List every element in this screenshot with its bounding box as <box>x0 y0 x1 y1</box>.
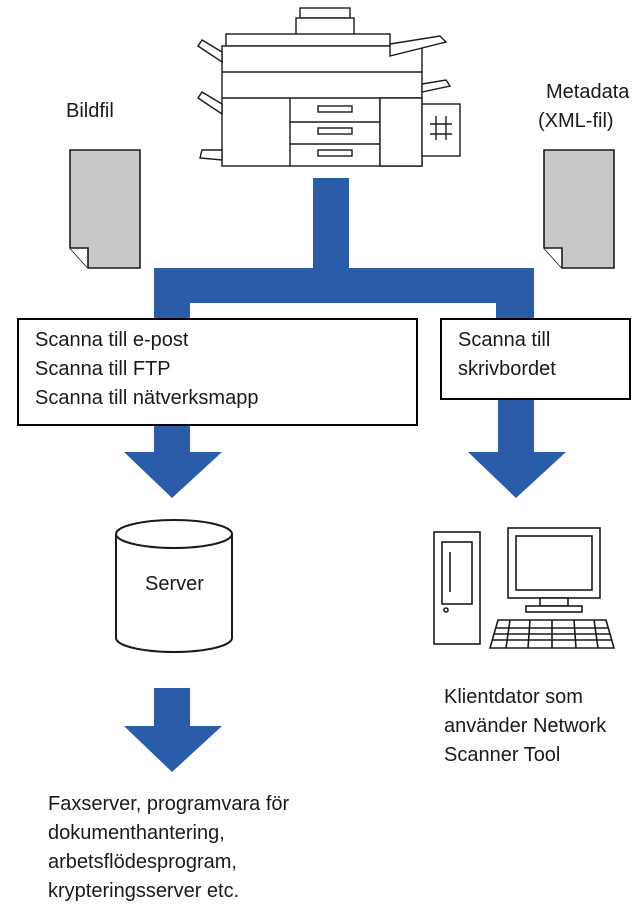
metadata-format-label: (XML-fil) <box>538 110 614 132</box>
client-caption-line1: Klientdator som <box>444 686 583 708</box>
destinations-line3: arbetsflödesprogram, <box>48 851 237 873</box>
scan-method-network-folder: Scanna till nätverksmapp <box>35 387 259 409</box>
scan-method-email: Scanna till e-post <box>35 329 189 351</box>
image-file-label: Bildfil <box>66 100 114 122</box>
flow-arrow-bottom <box>124 688 222 772</box>
destinations-line2: dokumenthantering, <box>48 822 225 844</box>
desktop-computer-icon <box>433 527 616 649</box>
server-cylinder-icon <box>115 519 233 653</box>
flow-arrow-left <box>124 426 222 498</box>
client-caption-line2: använder Network <box>444 715 607 737</box>
client-caption-line3: Scanner Tool <box>444 744 561 766</box>
destinations-line4: krypteringsserver etc. <box>48 880 240 902</box>
scan-to-desktop-box: Scanna till skrivbordet <box>440 318 631 400</box>
scan-methods-box: Scanna till e-post Scanna till FTP Scann… <box>17 318 418 426</box>
document-icon <box>69 149 141 269</box>
flow-connector <box>154 178 534 320</box>
server-label: Server <box>145 573 204 595</box>
document-icon <box>543 149 615 269</box>
scan-to-desktop-line2: skrivbordet <box>458 358 556 380</box>
scan-method-ftp: Scanna till FTP <box>35 358 171 380</box>
destinations-line1: Faxserver, programvara för <box>48 793 290 815</box>
metadata-label: Metadata <box>546 81 630 103</box>
multifunction-printer-icon <box>197 7 461 167</box>
scan-to-desktop-line1: Scanna till <box>458 329 551 351</box>
flow-arrow-right <box>468 398 566 498</box>
